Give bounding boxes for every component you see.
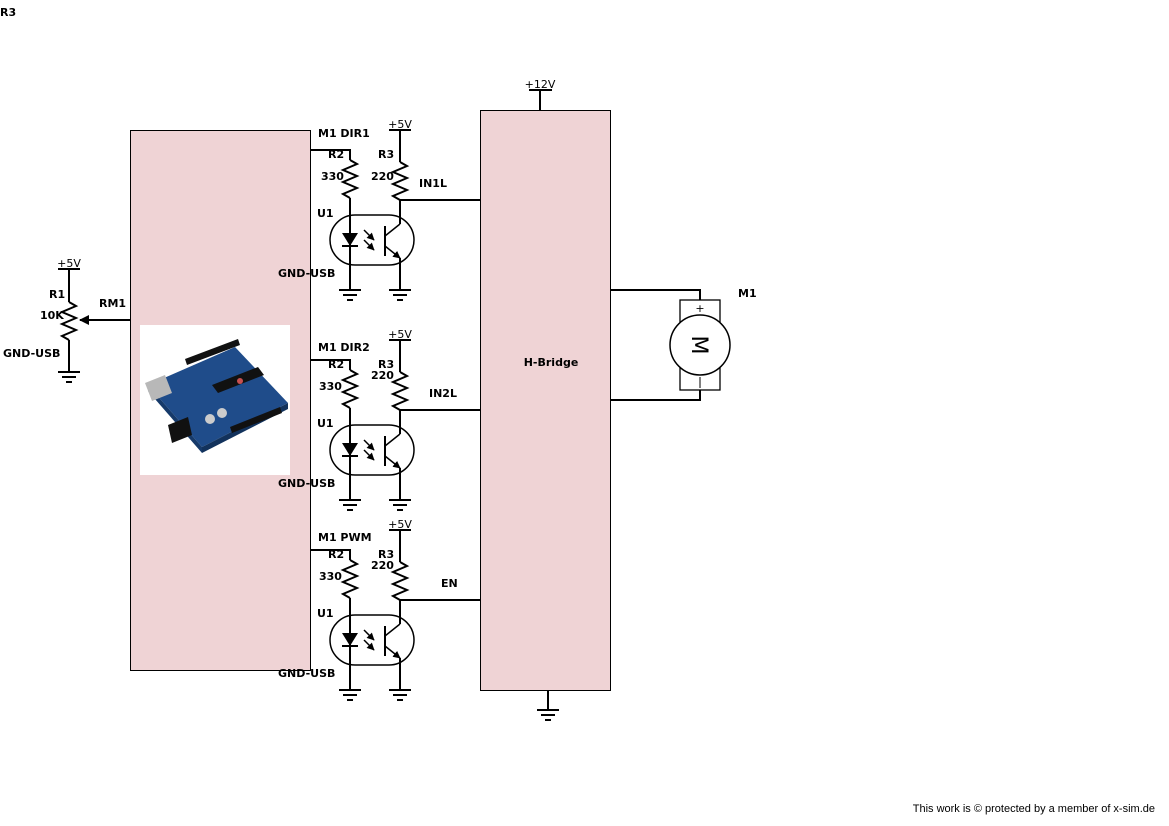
pot-value: 10K [40, 309, 64, 322]
pot-ref: R1 [49, 288, 65, 301]
motor-ref: M1 [738, 287, 757, 300]
r2-value: 330 [321, 170, 344, 183]
output-label: IN2L [429, 387, 457, 400]
motor-plus: + [695, 302, 704, 315]
r2-ref: R2 [328, 548, 344, 561]
pot-net-label: RM1 [99, 297, 126, 310]
signal-label: M1 DIR2 [318, 341, 370, 354]
output-label: EN [441, 577, 458, 590]
ground-icon [536, 709, 560, 721]
gnd-label: GND-USB [278, 477, 335, 490]
u-ref: U1 [317, 417, 334, 430]
motor-wire-plus [611, 289, 701, 300]
r3-ref: R3 [378, 148, 394, 161]
gnd-label: GND-USB [278, 267, 335, 280]
corner-label: R3 [0, 6, 17, 19]
r3-value: 220 [371, 369, 394, 382]
pot-gnd-label: GND-USB [3, 347, 60, 360]
signal-label: M1 DIR1 [318, 127, 370, 140]
hbridge-label: H-Bridge [524, 356, 579, 369]
channel-dir1 [311, 129, 480, 301]
r2-ref: R2 [328, 148, 344, 161]
output-label: IN1L [419, 177, 447, 190]
u-ref: U1 [317, 607, 334, 620]
motor-wire-minus [611, 390, 701, 401]
vcc5-label: +5V [388, 518, 412, 531]
u-ref: U1 [317, 207, 334, 220]
potentiometer-icon [59, 301, 79, 341]
pot-vcc-label: +5V [57, 257, 81, 270]
r2-ref: R2 [328, 358, 344, 371]
ground-icon [57, 371, 81, 383]
copyright-footer: This work is © protected by a member of … [912, 803, 1155, 815]
vcc5-label: +5V [388, 118, 412, 131]
r2-value: 330 [319, 570, 342, 583]
vcc12-label: +12V [525, 78, 556, 91]
r2-value: 330 [319, 380, 342, 393]
hbridge-block [480, 110, 611, 691]
motor-symbol: M [686, 336, 711, 355]
motor-icon [669, 314, 731, 376]
vcc5-label: +5V [388, 328, 412, 341]
r3-value: 220 [371, 170, 394, 183]
arduino-board-icon [145, 339, 288, 453]
gnd-label: GND-USB [278, 667, 335, 680]
arduino-photo [140, 325, 290, 475]
r3-value: 220 [371, 559, 394, 572]
r3-ref: R3 [378, 358, 394, 371]
r3-ref: R3 [378, 548, 394, 561]
signal-label: M1 PWM [318, 531, 372, 544]
